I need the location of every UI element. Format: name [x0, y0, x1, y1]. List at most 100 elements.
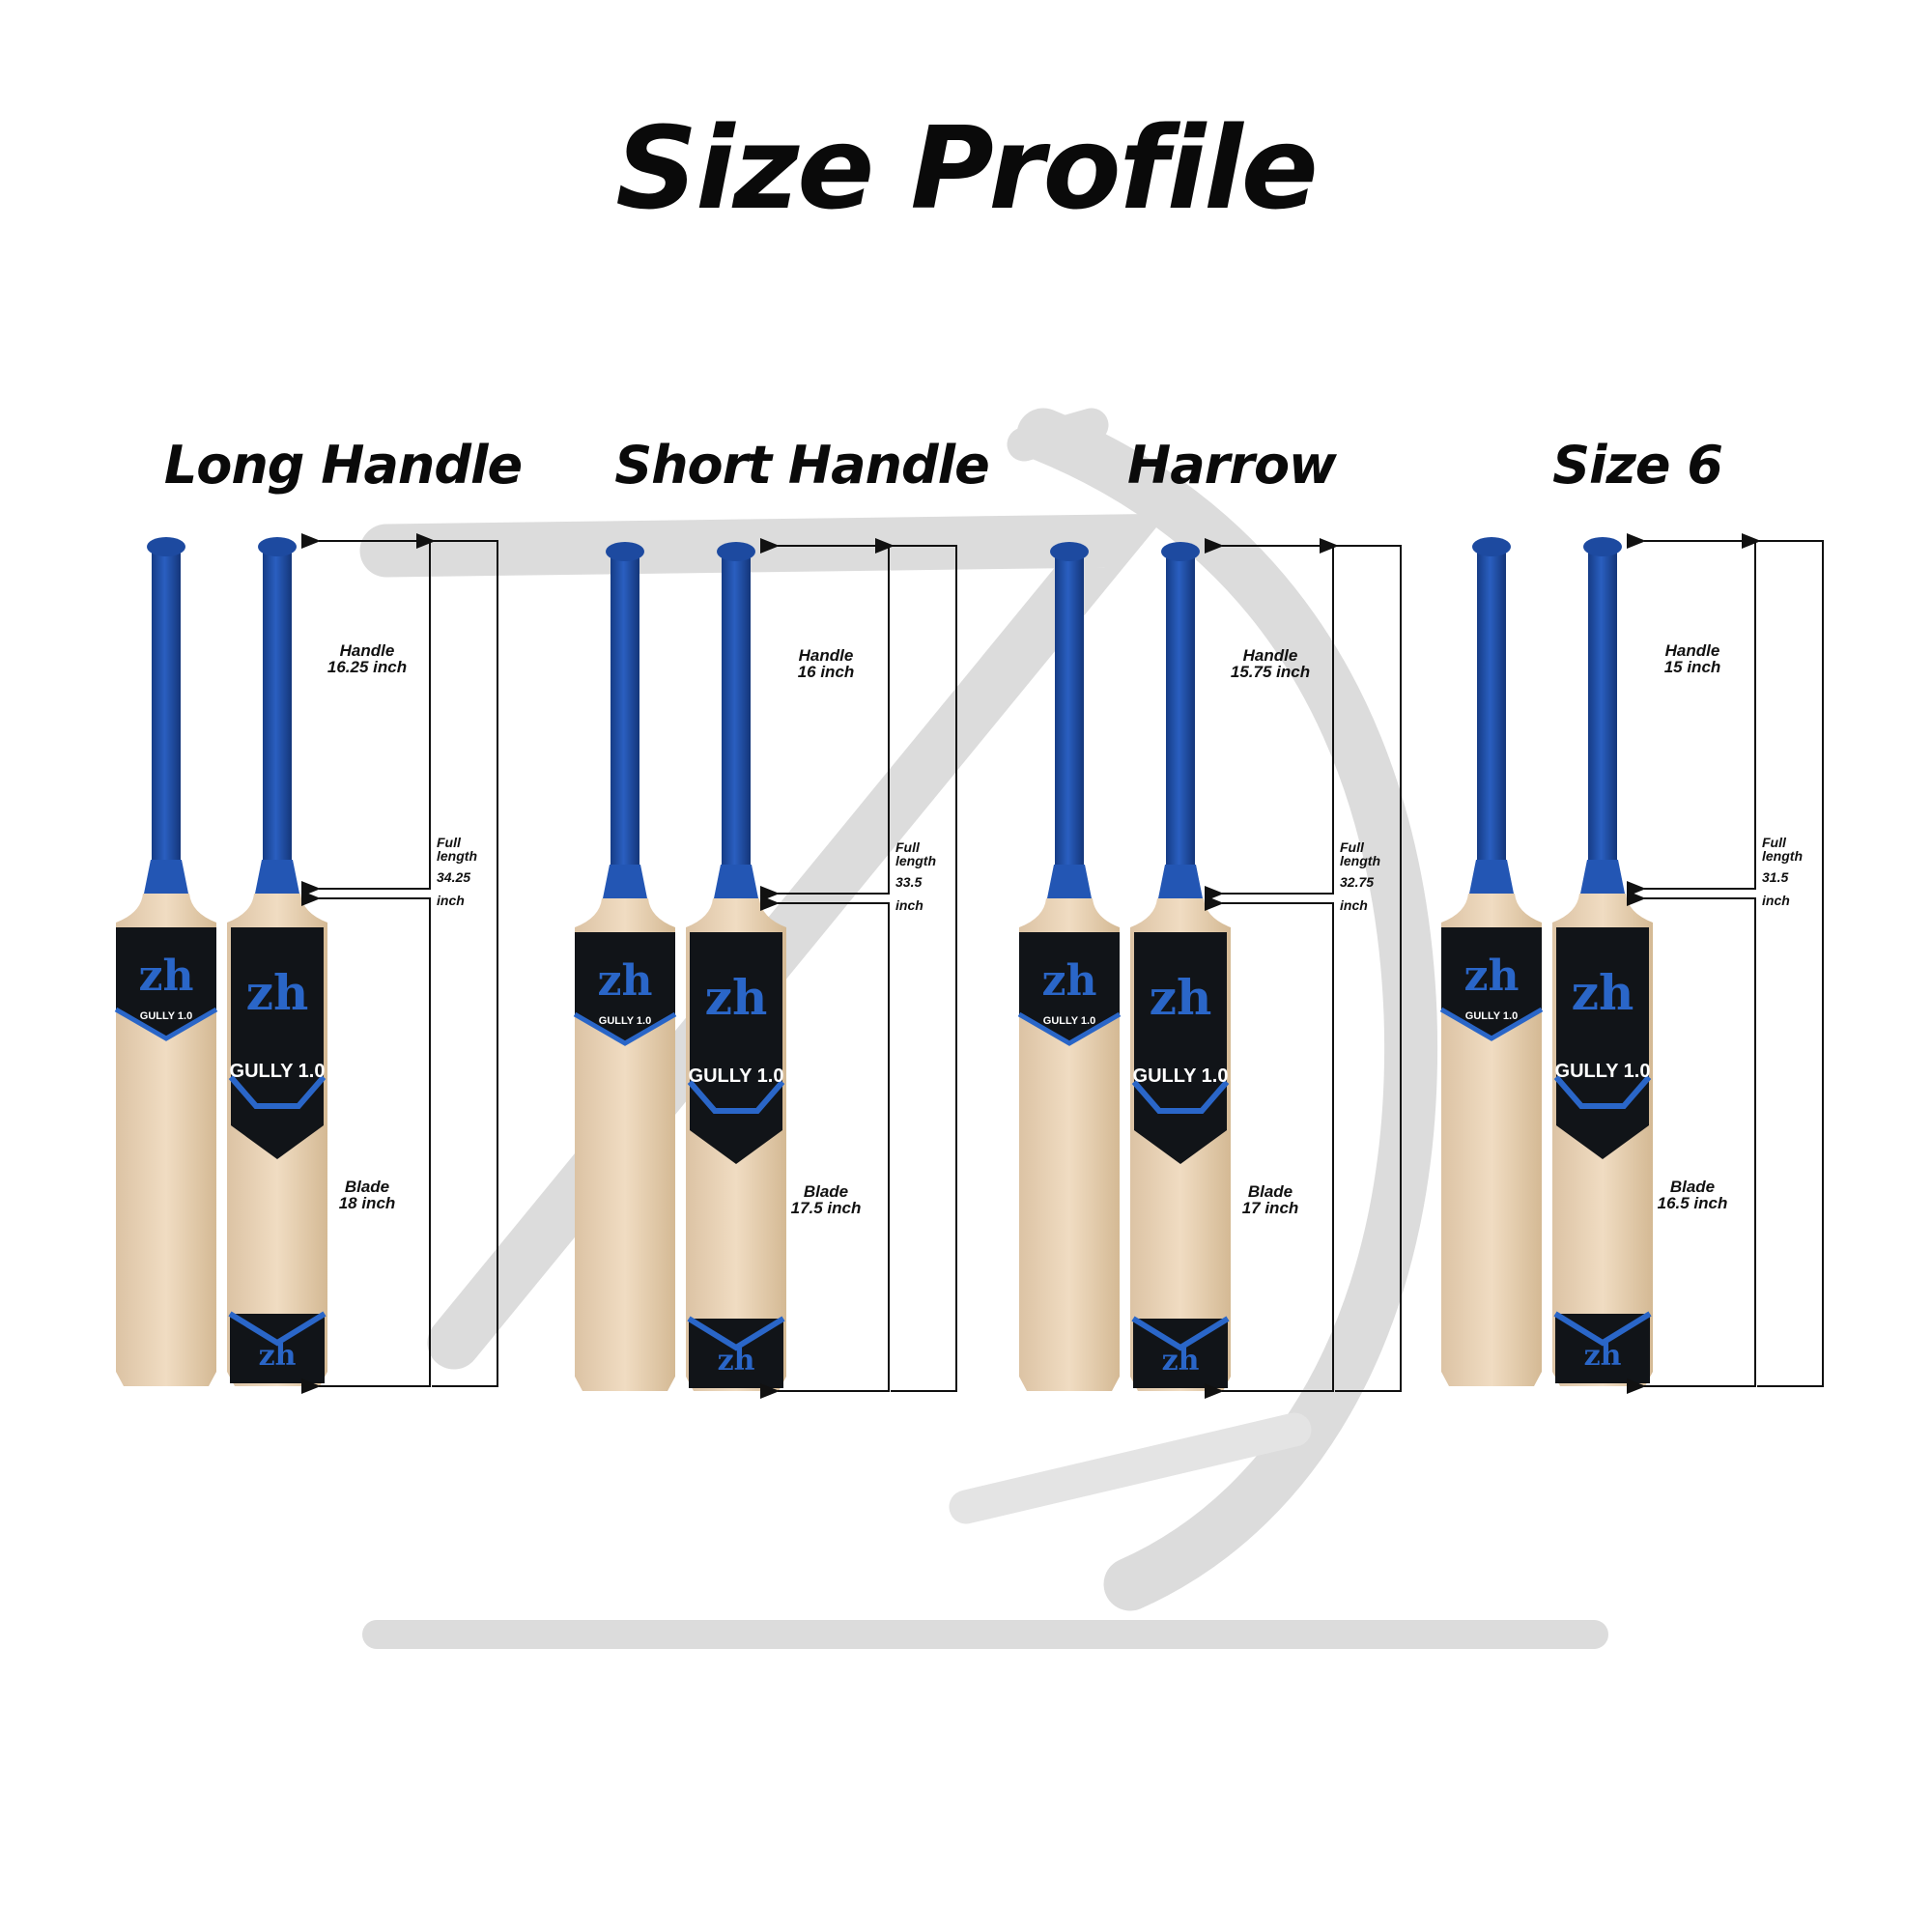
full-value: 32.75	[1340, 874, 1375, 890]
grip	[1166, 546, 1195, 894]
model-label-small: GULLY 1.0	[140, 1010, 192, 1022]
blade-value: 16.5 inch	[1657, 1194, 1728, 1212]
model-label: GULLY 1.0	[230, 1061, 326, 1082]
blade-caption: Blade	[1669, 1178, 1716, 1196]
grip	[722, 546, 751, 894]
model-label-small: GULLY 1.0	[599, 1015, 651, 1027]
grip	[1588, 541, 1617, 889]
brand-logo: zh	[705, 969, 768, 1026]
grip-collar	[713, 865, 759, 903]
toe-logo: zh	[259, 1339, 297, 1373]
size-title-4: Size 6	[1552, 435, 1723, 496]
dimension-lines-4	[1627, 533, 1824, 1394]
handle-value: 16.25 inch	[327, 658, 408, 676]
brand-logo: zh	[1150, 969, 1212, 1026]
watermark-logo	[359, 408, 1608, 1649]
front-sticker	[231, 927, 324, 1159]
grip-knob	[1161, 542, 1200, 561]
dimension-lines-3	[1205, 538, 1402, 1399]
front-sticker	[1556, 927, 1649, 1159]
dimension-lines-1	[301, 533, 498, 1394]
brand-logo: zh	[139, 952, 194, 1001]
size-title-3: Harrow	[1127, 435, 1337, 496]
size-title-1: Long Handle	[163, 435, 523, 496]
blade-caption: Blade	[803, 1182, 849, 1201]
model-label-small: GULLY 1.0	[1043, 1015, 1095, 1027]
grip-collar	[254, 860, 300, 898]
full-value: 33.5	[895, 874, 923, 890]
blade-caption: Blade	[344, 1178, 390, 1196]
size-title-2: Short Handle	[614, 435, 990, 496]
blade-caption: Blade	[1247, 1182, 1293, 1201]
blade-value: 17 inch	[1241, 1199, 1299, 1217]
handle-caption: Handle	[1242, 646, 1298, 665]
grip-collar	[602, 865, 648, 903]
full-value: 34.25	[437, 869, 471, 885]
model-label: GULLY 1.0	[1133, 1065, 1229, 1087]
grip-collar	[1046, 865, 1093, 903]
model-label: GULLY 1.0	[1555, 1061, 1651, 1082]
front-sticker	[1134, 932, 1227, 1164]
handle-value: 16 inch	[797, 663, 855, 681]
brand-logo: zh	[246, 964, 309, 1021]
grip	[1477, 541, 1506, 889]
blade-value: 18 inch	[338, 1194, 396, 1212]
dimension-lines-2	[760, 538, 957, 1399]
toe-logo: zh	[1584, 1339, 1622, 1373]
handle-caption: Handle	[1664, 641, 1720, 660]
full-caption-1: Full	[437, 835, 461, 850]
handle-value: 15 inch	[1663, 658, 1721, 676]
grip	[263, 541, 292, 889]
brand-logo: zh	[1464, 952, 1520, 1001]
full-caption-1: Full	[895, 839, 920, 855]
full-unit: inch	[895, 897, 923, 913]
brand-logo: zh	[1042, 956, 1097, 1006]
handle-caption: Handle	[339, 641, 395, 660]
toe-logo: zh	[718, 1344, 755, 1378]
grip	[152, 541, 181, 889]
handle-value: 15.75 inch	[1230, 663, 1311, 681]
full-value: 31.5	[1762, 869, 1789, 885]
full-caption-2: length	[895, 853, 936, 868]
back-sticker	[1019, 932, 1120, 1043]
page-title: Size Profile	[615, 101, 1319, 235]
grip-knob	[606, 542, 644, 561]
full-caption-1: Full	[1340, 839, 1364, 855]
front-sticker	[690, 932, 782, 1164]
model-label-small: GULLY 1.0	[1465, 1010, 1518, 1022]
grip-knob	[1050, 542, 1089, 561]
grip-collar	[1468, 860, 1515, 898]
blade-value: 17.5 inch	[790, 1199, 862, 1217]
grip-collar	[143, 860, 189, 898]
back-sticker	[575, 932, 675, 1043]
full-caption-1: Full	[1762, 835, 1786, 850]
grip-collar	[1157, 865, 1204, 903]
handle-caption: Handle	[798, 646, 854, 665]
full-unit: inch	[1340, 897, 1368, 913]
brand-logo: zh	[598, 956, 653, 1006]
back-sticker	[1441, 927, 1542, 1038]
grip-knob	[147, 537, 185, 556]
full-caption-2: length	[1762, 848, 1803, 864]
toe-logo: zh	[1162, 1344, 1200, 1378]
full-caption-2: length	[1340, 853, 1380, 868]
grip-knob	[258, 537, 297, 556]
